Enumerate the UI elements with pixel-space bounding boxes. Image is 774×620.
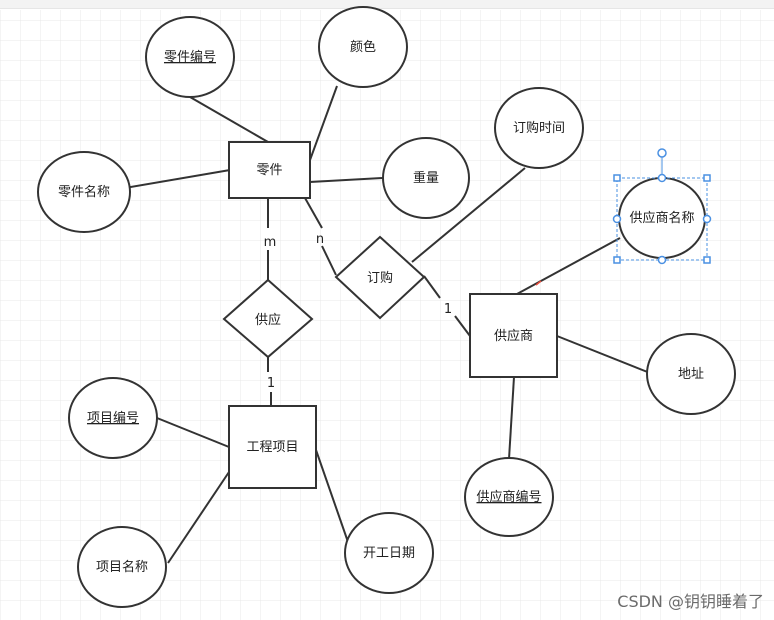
attribute-part-no[interactable]: 零件编号 <box>145 16 235 98</box>
attribute-supplier-name[interactable]: 供应商名称 <box>618 177 706 259</box>
watermark: CSDN @钥钥睡着了 <box>617 592 764 611</box>
resize-handle-left[interactable] <box>612 214 622 224</box>
cardinality-one-order: 1 <box>444 302 452 317</box>
connector-order-supplier-b <box>454 315 471 337</box>
connection-point-marker <box>535 280 542 286</box>
attribute-address-label: 地址 <box>678 367 704 382</box>
attribute-project-no[interactable]: 项目编号 <box>68 377 158 459</box>
attribute-project-no-label: 项目编号 <box>87 411 139 426</box>
attribute-part-no-label: 零件编号 <box>164 50 216 65</box>
entity-project-label: 工程项目 <box>246 440 298 455</box>
resize-handle-top-left[interactable] <box>613 174 621 182</box>
entity-part[interactable]: 零件 <box>228 141 311 199</box>
resize-handle-top-right[interactable] <box>703 174 711 182</box>
connector-part-partname <box>124 169 231 189</box>
attribute-weight-label: 重量 <box>413 170 439 186</box>
connector-project-projectno <box>156 417 230 448</box>
cardinality-one-supply: 1 <box>267 376 275 391</box>
selection-handles[interactable] <box>535 148 712 286</box>
attribute-start-date-label: 开工日期 <box>363 546 415 561</box>
attribute-supplier-name-label: 供应商名称 <box>629 210 694 226</box>
connector-supplier-address <box>556 335 651 374</box>
attribute-order-time-label: 订购时间 <box>513 120 565 136</box>
connector-project-projectname <box>167 471 230 564</box>
cardinality-m: m <box>264 235 277 250</box>
attribute-supplier-no-label: 供应商编号 <box>476 489 541 505</box>
connector-part-weight <box>309 177 384 183</box>
attribute-start-date[interactable]: 开工日期 <box>344 512 434 594</box>
attribute-project-name-label: 项目名称 <box>96 559 148 575</box>
relationship-supply-label: 供应 <box>255 312 281 328</box>
connector-part-order-a <box>304 197 323 229</box>
attribute-color[interactable]: 颜色 <box>318 6 408 88</box>
connector-order-ordertime <box>411 167 526 263</box>
rotation-handle[interactable] <box>657 148 667 158</box>
attribute-order-time[interactable]: 订购时间 <box>494 87 584 169</box>
entity-supplier[interactable]: 供应商 <box>469 293 558 378</box>
resize-handle-bottom-left[interactable] <box>613 256 621 264</box>
attribute-weight[interactable]: 重量 <box>382 137 470 219</box>
resize-handle-bottom[interactable] <box>657 255 667 265</box>
relationship-supply[interactable]: 供应 <box>222 278 314 359</box>
resize-handle-top[interactable] <box>657 173 667 183</box>
attribute-supplier-no[interactable]: 供应商编号 <box>464 457 554 537</box>
relationship-order-label: 订购 <box>367 270 393 286</box>
attribute-project-name[interactable]: 项目名称 <box>77 526 167 608</box>
relationship-order[interactable]: 订购 <box>334 235 426 320</box>
resize-handle-bottom-right[interactable] <box>703 256 711 264</box>
attribute-address[interactable]: 地址 <box>646 333 736 415</box>
entity-supplier-label: 供应商 <box>494 328 533 344</box>
entity-part-label: 零件 <box>256 163 282 178</box>
connector-order-supplier-a <box>423 275 441 299</box>
connector-supplier-supplierno <box>508 376 515 460</box>
attribute-color-label: 颜色 <box>350 39 376 55</box>
connector-part-order-b <box>321 245 337 276</box>
attribute-part-name[interactable]: 零件名称 <box>37 151 131 233</box>
attribute-part-name-label: 零件名称 <box>58 184 110 200</box>
cardinality-n: n <box>316 232 324 247</box>
resize-handle-right[interactable] <box>702 214 712 224</box>
connector-supplier-suppliername <box>516 237 621 295</box>
entity-project[interactable]: 工程项目 <box>228 405 317 489</box>
connector-part-partno <box>189 96 269 143</box>
connector-project-startdate <box>315 449 349 543</box>
canvas-top-strip <box>0 0 774 9</box>
connector-part-color <box>309 85 338 161</box>
